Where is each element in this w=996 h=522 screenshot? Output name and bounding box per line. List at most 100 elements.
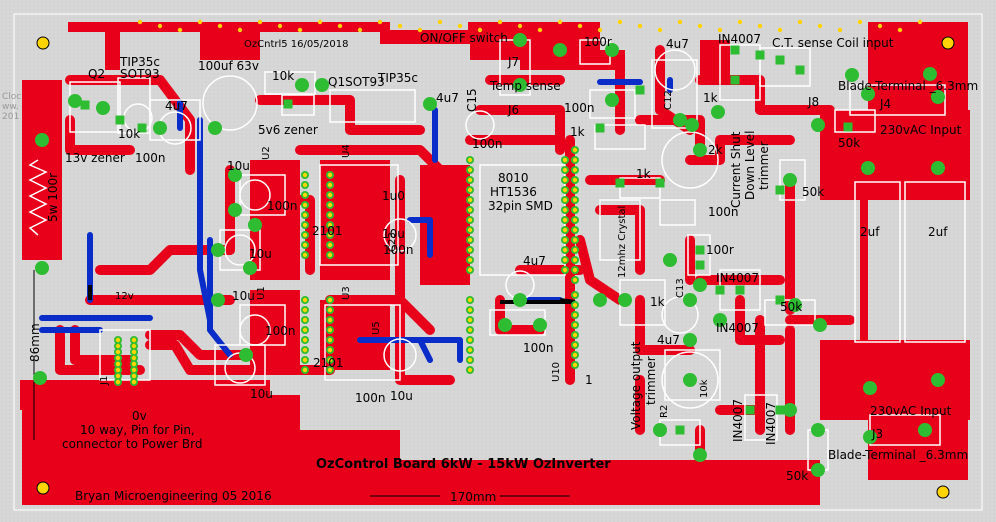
via bbox=[677, 19, 683, 25]
via bbox=[337, 23, 343, 29]
via bbox=[737, 19, 743, 25]
via bbox=[257, 19, 263, 25]
via bbox=[327, 357, 333, 363]
label-13v-zener: 13v zener bbox=[65, 151, 125, 165]
via bbox=[327, 202, 333, 208]
via bbox=[497, 19, 503, 25]
pad bbox=[783, 403, 797, 417]
label-current-shut-2: Down Level bbox=[743, 130, 757, 201]
pad bbox=[730, 75, 740, 85]
pad bbox=[735, 285, 745, 295]
label-u1: U1 bbox=[256, 286, 267, 300]
via bbox=[467, 207, 473, 213]
via bbox=[327, 172, 333, 178]
via bbox=[572, 352, 578, 358]
label-10k-left: 10k bbox=[118, 127, 141, 141]
via bbox=[302, 252, 308, 258]
pad bbox=[243, 261, 257, 275]
dimension-width-label: 170mm bbox=[450, 490, 497, 504]
via bbox=[562, 177, 568, 183]
label-2uf-a: 2uf bbox=[860, 225, 880, 239]
via bbox=[572, 187, 578, 193]
via bbox=[115, 367, 121, 373]
pad bbox=[861, 87, 875, 101]
via bbox=[572, 177, 578, 183]
pad bbox=[605, 43, 619, 57]
via bbox=[467, 347, 473, 353]
via bbox=[562, 257, 568, 263]
via bbox=[562, 217, 568, 223]
pad bbox=[675, 425, 685, 435]
via bbox=[557, 19, 563, 25]
pad bbox=[653, 423, 667, 437]
label-50k-b: 50k bbox=[802, 185, 825, 199]
pad bbox=[695, 260, 705, 270]
label-q3-sot93: SOT93 bbox=[120, 67, 160, 81]
via bbox=[217, 23, 223, 29]
via bbox=[572, 167, 578, 173]
via bbox=[897, 27, 903, 33]
via bbox=[467, 317, 473, 323]
via bbox=[302, 337, 308, 343]
pad bbox=[553, 43, 567, 57]
author-line: Bryan Microengineering 05 2016 bbox=[75, 489, 272, 503]
pad bbox=[283, 99, 293, 109]
label-tip35c-left: TIP35c bbox=[120, 55, 160, 69]
via bbox=[562, 187, 568, 193]
label-ic-name-2: HT1536 bbox=[490, 185, 537, 199]
via bbox=[572, 342, 578, 348]
pad bbox=[423, 97, 437, 111]
via bbox=[467, 187, 473, 193]
label-10u-e: 10u bbox=[390, 389, 413, 403]
via bbox=[657, 27, 663, 33]
label-ic-name-1: 8010 bbox=[498, 171, 529, 185]
label-10k-low: 10k bbox=[699, 379, 710, 398]
via bbox=[157, 23, 163, 29]
via bbox=[131, 373, 137, 379]
pad bbox=[498, 318, 512, 332]
pad bbox=[315, 78, 329, 92]
label-in4007-mid2: IN4007 bbox=[716, 321, 760, 335]
via bbox=[327, 307, 333, 313]
label-1k-b: 1k bbox=[703, 91, 718, 105]
via bbox=[562, 167, 568, 173]
pad bbox=[693, 143, 707, 157]
pad bbox=[811, 463, 825, 477]
pad bbox=[96, 101, 110, 115]
pad bbox=[80, 100, 90, 110]
label-j7: J7 bbox=[508, 55, 520, 69]
via bbox=[467, 247, 473, 253]
label-u5: U5 bbox=[371, 321, 382, 335]
via bbox=[277, 23, 283, 29]
label-50k-a: 50k bbox=[838, 136, 861, 150]
pad bbox=[593, 293, 607, 307]
label-in4007-mid1: IN4007 bbox=[716, 271, 760, 285]
component-pads bbox=[33, 33, 945, 477]
via bbox=[572, 332, 578, 338]
via bbox=[467, 197, 473, 203]
watermark-line-1: Cloc bbox=[2, 92, 22, 102]
via bbox=[467, 327, 473, 333]
via bbox=[467, 257, 473, 263]
via bbox=[917, 19, 923, 25]
via bbox=[302, 212, 308, 218]
via bbox=[115, 349, 121, 355]
via bbox=[477, 27, 483, 33]
board-title: OzControl Board 6kW - 15kW OzInverter bbox=[316, 457, 611, 472]
silk-outlines bbox=[69, 39, 966, 471]
pad bbox=[931, 161, 945, 175]
vias bbox=[115, 19, 923, 385]
label-1: 1 bbox=[585, 373, 593, 387]
label-100n-mid: 100n bbox=[472, 137, 503, 151]
label-c15: C15 bbox=[465, 88, 479, 112]
label-100uf: 100uf 63v bbox=[198, 59, 259, 73]
via bbox=[131, 355, 137, 361]
label-q1-sot93: Q1SOT93 bbox=[328, 75, 385, 89]
pad bbox=[655, 178, 665, 188]
pad bbox=[863, 381, 877, 395]
pad bbox=[673, 113, 687, 127]
via bbox=[327, 252, 333, 258]
label-2uf-b: 2uf bbox=[928, 225, 948, 239]
via bbox=[131, 349, 137, 355]
pad bbox=[843, 122, 853, 132]
